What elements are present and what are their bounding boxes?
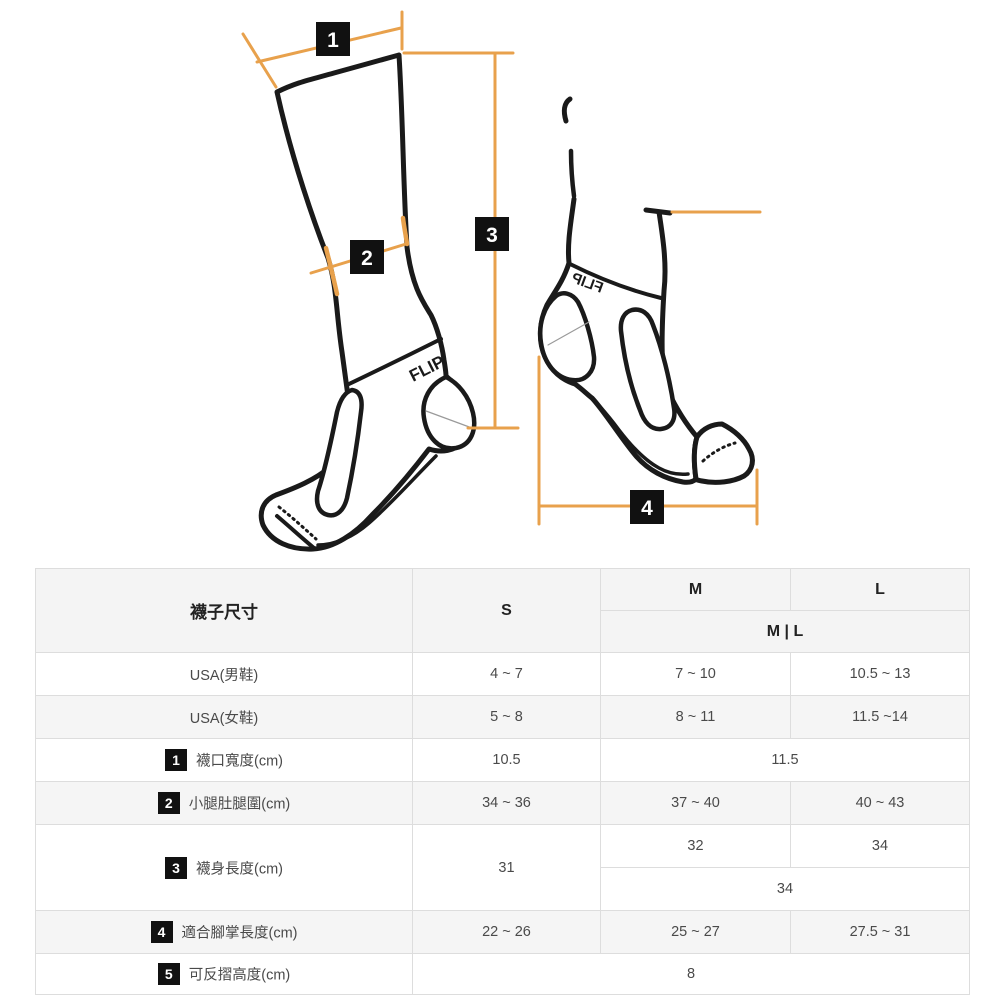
row-label-text: USA(男鞋) [189,667,259,684]
sock-diagram: FLIP [241,10,762,552]
table-cell: 4 ~ 7 [412,652,601,696]
diagram-badges: 1 2 3 4 [316,22,664,524]
row-label: 3 襪身長度(cm) [35,824,413,911]
crew-sock-details [275,374,477,550]
crew-sole-line [316,454,438,547]
badge-1-box [316,22,350,56]
row-label-text: 適合腳掌長度(cm) [181,925,298,942]
row-label-text: 襪口寬度(cm) [196,753,283,770]
table-cell-merged: 8 [412,953,970,995]
table-cell: 25 ~ 27 [600,910,791,954]
table-row: 5 可反摺高度(cm) 8 [35,953,970,995]
badge-2-box [350,240,384,274]
ankle-leg-fragment-mid [568,148,577,199]
row-badge: 2 [157,792,180,814]
table-cell: 40 ~ 43 [790,781,970,825]
ankle-sock-heel [538,291,677,432]
table-cell: 37 ~ 40 [600,781,791,825]
measure-2-edge-left [323,245,340,297]
row-badge: 1 [165,749,187,771]
row-label-text: 襪身長度(cm) [196,861,283,877]
badge-3-box [475,217,509,251]
table-cell: 31 [412,824,601,911]
measure-2-edge-right [400,215,410,247]
crew-ankle-band-line [347,337,443,386]
row-badge: 3 [165,856,187,879]
table-row: USA(女鞋) 5 ~ 8 8 ~ 11 11.5 ~14 [35,695,970,739]
table-cell: 7 ~ 10 [600,652,791,696]
badge-1-number: 1 [327,29,339,52]
table-cell-merged: 11.5 [600,738,970,782]
crew-instep-panel [314,387,364,518]
ankle-heel-patch [538,291,597,383]
row-label: USA(男鞋) [35,652,413,696]
table-cell: 10.5 ~ 13 [790,652,970,696]
ankle-toe-outline [691,421,755,485]
badge-4-number: 4 [641,497,653,520]
row-label-text: USA(女鞋) [189,710,259,727]
badge-2-number: 2 [361,247,373,270]
table-cell: 8 ~ 11 [600,695,791,739]
header-size-s: S [412,568,601,653]
crew-sock-outline [258,52,474,552]
table-cell: 27.5 ~ 31 [790,910,970,954]
table-cell: 34 ~ 36 [412,781,601,825]
row-label-text: 可反摺高度(cm) [188,967,291,984]
row-label: 1 襪口寬度(cm) [35,738,413,782]
crew-heel-highlight [425,410,473,429]
table-cell: 11.5 ~14 [790,695,970,739]
crew-heel-patch [421,374,477,451]
crew-sock-drawing [258,52,474,552]
badge-4-box [630,490,664,524]
crew-toe-stitching [277,505,318,541]
table-row: 2 小腿肚腿圍(cm) 34 ~ 36 37 ~ 40 40 ~ 43 [35,781,970,825]
table-cell-merged: 34 [600,867,970,911]
table-row: 3 襪身長度(cm) 31 32 34 [35,824,970,911]
header-size-l: L [790,568,970,611]
crew-toe-cap-line [275,514,316,550]
table-cell: 22 ~ 26 [412,910,601,954]
measure-1-tick-left [241,32,278,89]
row-label-text: 小腿肚腿圍(cm) [188,796,291,813]
header-size-m: M [600,568,791,611]
size-table: 襪子尺寸 S M L M | L USA(男鞋) 4 ~ 7 7 ~ 10 10… [35,568,970,995]
header-row-top: 襪子尺寸 S M L [35,568,970,653]
ankle-band-line [568,262,663,300]
row-badge: 4 [150,921,173,943]
table-row: 4 適合腳掌長度(cm) 22 ~ 26 25 ~ 27 27.5 ~ 31 [35,910,970,954]
ankle-heel-highlight [547,321,590,346]
ankle-toe-stitching [701,441,737,463]
row-label: 2 小腿肚腿圍(cm) [35,781,413,825]
ankle-sock-top-edge [643,207,673,216]
table-cell: 32 [600,824,791,868]
table-row: USA(男鞋) 4 ~ 7 7 ~ 10 10.5 ~ 13 [35,652,970,696]
ankle-instep-panel [618,307,677,432]
table-cell: 10.5 [412,738,601,782]
ankle-leg-fragment-top [561,96,573,124]
row-label: USA(女鞋) [35,695,413,739]
header-size-ml: M | L [600,610,970,653]
ankle-sole-line [581,388,690,476]
table-cell: 34 [790,824,970,868]
badge-3-number: 3 [486,224,498,247]
header-title: 襪子尺寸 [35,568,413,653]
row-badge: 5 [157,963,180,985]
table-cell: 5 ~ 8 [412,695,601,739]
row-label: 4 適合腳掌長度(cm) [35,910,413,954]
row-label: 5 可反摺高度(cm) [35,953,413,995]
table-row: 1 襪口寬度(cm) 10.5 11.5 [35,738,970,782]
